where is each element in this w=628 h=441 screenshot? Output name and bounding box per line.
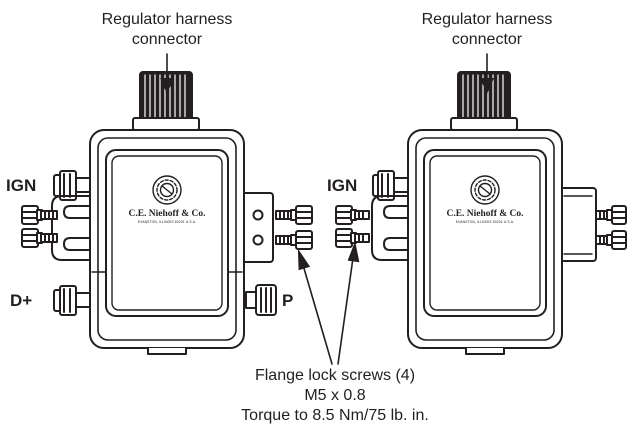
callout-connector-left: Regulator harness connector — [67, 10, 267, 50]
brand-city-left: EVANSTON, ILLINOIS 60201 U.S.A. — [138, 220, 196, 224]
callout-flange-screws: Flange lock screws (4) M5 x 0.8 Torque t… — [180, 366, 490, 426]
callout-connector-right-line2: connector — [451, 31, 523, 48]
label-p: P — [282, 291, 294, 310]
cen-logo-left — [152, 175, 182, 205]
callout-connector-left-line2: connector — [131, 31, 203, 48]
arrows-flange-screws — [297, 241, 360, 365]
regulator-left — [21, 71, 313, 355]
label-d-plus: D+ — [10, 291, 33, 310]
arrow-connector-left — [160, 53, 174, 94]
harness-connector-right — [450, 71, 518, 131]
callout-flange-screws-line2: M5 x 0.8 — [304, 387, 366, 404]
arrow-connector-right — [480, 53, 494, 94]
brand-name-right: C.E. Niehoff & Co. — [446, 209, 523, 219]
flange-screws-right-regulator-right — [595, 205, 627, 250]
callout-connector-right-line1: Regulator harness — [421, 11, 553, 28]
flange-screws-left-side — [21, 205, 58, 248]
harness-connector-left — [132, 71, 200, 131]
callout-flange-screws-line3: Torque to 8.5 Nm/75 lb. in. — [241, 407, 429, 424]
slotted-flange-left — [51, 195, 93, 261]
p-terminal — [245, 284, 277, 316]
flange-screws-right-regulator-left — [335, 205, 370, 248]
brand-text-left: C.E. Niehoff & Co. EVANSTON, ILLINOIS 60… — [128, 209, 205, 224]
label-ign-left: IGN — [6, 176, 37, 195]
flange-screws-middle — [275, 205, 313, 250]
brand-name-left: C.E. Niehoff & Co. — [128, 209, 205, 219]
label-ign-right: IGN — [327, 176, 358, 195]
regulator-right — [335, 71, 627, 355]
callout-connector-left-line1: Regulator harness — [101, 11, 233, 28]
ign-terminal-right — [372, 170, 413, 201]
brand-text-right: C.E. Niehoff & Co. EVANSTON, ILLINOIS 60… — [446, 209, 523, 224]
brand-city-right: EVANSTON, ILLINOIS 60201 U.S.A. — [456, 220, 514, 224]
cen-logo-right — [470, 175, 500, 205]
mounting-flange-right — [559, 187, 597, 262]
slotted-flange-right — [371, 195, 411, 261]
mounting-flange-left — [239, 192, 274, 263]
callout-flange-screws-line1: Flange lock screws (4) — [254, 367, 416, 384]
callout-arrows — [160, 53, 494, 365]
callout-connector-right: Regulator harness connector — [387, 10, 587, 50]
